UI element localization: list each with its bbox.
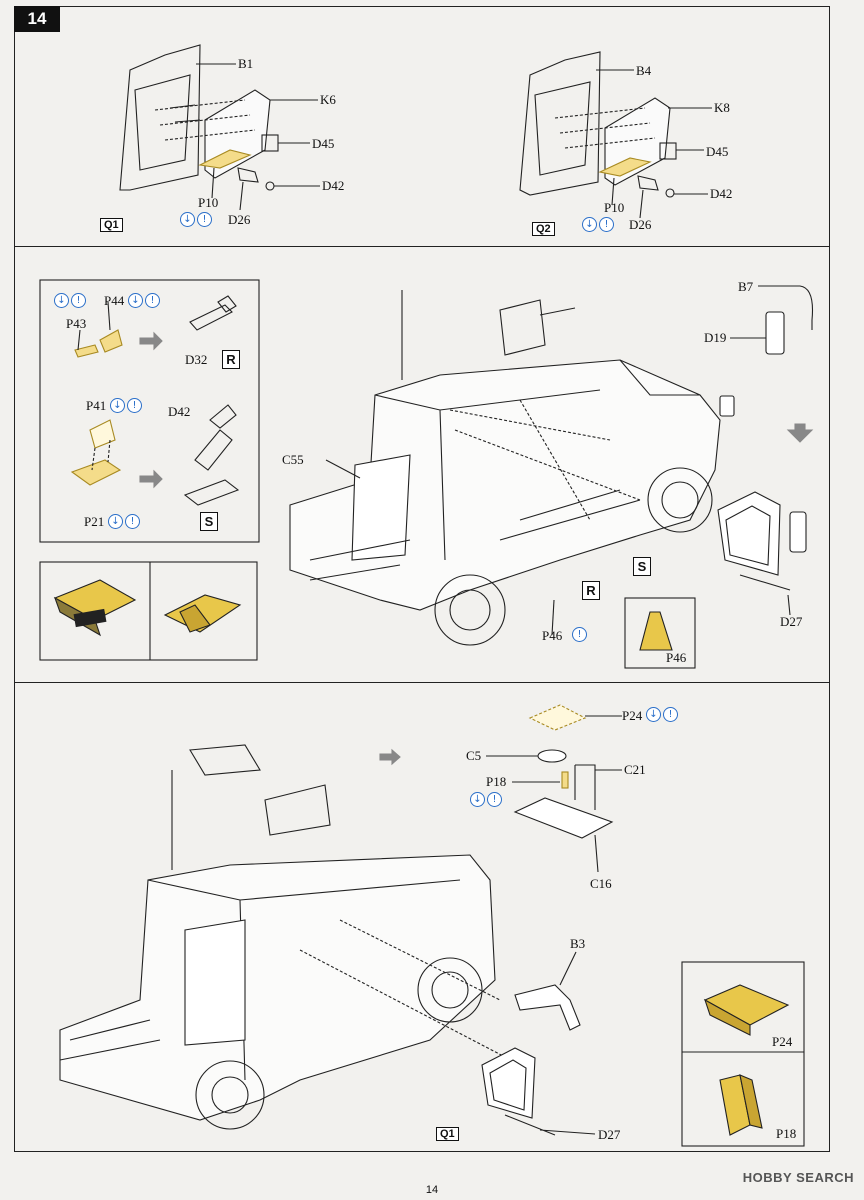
down-arrow-icon: ↓ <box>54 293 69 308</box>
page-frame <box>14 6 830 1152</box>
exclamation-icon: ! <box>197 212 212 227</box>
section-divider-bottom <box>14 682 830 683</box>
exclamation-icon: ! <box>145 293 160 308</box>
glue-warning-icons: ↓! <box>108 514 140 529</box>
label-part-b7: B7 <box>738 279 754 294</box>
step-number-badge: 14 <box>14 6 60 32</box>
label-part-d19: D19 <box>704 330 727 345</box>
tag-q1-top: Q1 <box>100 218 123 232</box>
exclamation-icon: ! <box>599 217 614 232</box>
door-frame-b1 <box>119 44 201 191</box>
section-divider-top <box>14 246 830 247</box>
glue-warning-icons: ↓! <box>128 293 160 308</box>
down-arrow-icon: ↓ <box>110 398 125 413</box>
exclamation-icon: ! <box>71 293 86 308</box>
tag-q2-top: Q2 <box>532 222 555 236</box>
label-part-p18: P18 <box>486 774 507 789</box>
glue-warning-icons: ↓! <box>582 217 614 232</box>
label-part-d45: D45 <box>312 136 335 151</box>
detail-box <box>39 561 258 661</box>
label-part-b3: B3 <box>570 936 586 951</box>
down-arrow-icon: ↓ <box>108 514 123 529</box>
glue-warning-icons: ! <box>572 627 587 642</box>
exclamation-icon: ! <box>663 707 678 722</box>
bottom-detail-box <box>681 961 805 1147</box>
exclamation-icon: ! <box>125 514 140 529</box>
glue-warning-icons: ↓! <box>646 707 678 722</box>
label-part-p10: P10 <box>198 195 219 210</box>
label-part-p41: P41 <box>86 398 107 413</box>
label-part-c16: C16 <box>590 876 612 891</box>
down-arrow-icon: ↓ <box>470 792 485 807</box>
tag-r-sub: R <box>222 350 240 369</box>
glue-warning-icons: ↓! <box>110 398 142 413</box>
label-part-d26: D26 <box>228 212 251 227</box>
down-arrow-icon: ↓ <box>128 293 143 308</box>
exclamation-icon: ! <box>572 627 587 642</box>
sub-assembly-box <box>39 279 260 543</box>
label-part-p44: P44 <box>104 293 125 308</box>
exclamation-icon: ! <box>487 792 502 807</box>
label-part-d42-right: D42 <box>710 186 733 201</box>
label-part-d27-middle: D27 <box>780 614 803 629</box>
vehicle-bottom <box>59 744 531 1130</box>
glue-warning-icons: ↓! <box>54 293 86 308</box>
vehicle-middle <box>289 290 721 646</box>
down-arrow-icon: ↓ <box>180 212 195 227</box>
tag-r-main: R <box>582 581 600 600</box>
page-number: 14 <box>425 1184 439 1196</box>
label-part-d27-bottom: D27 <box>598 1127 621 1142</box>
label-part-p24: P24 <box>622 708 643 723</box>
label-part-b4: B4 <box>636 63 652 78</box>
part-d45-b <box>659 142 677 160</box>
label-part-c21: C21 <box>624 762 646 777</box>
label-detail-p46: P46 <box>666 650 687 665</box>
tag-q1-bottom: Q1 <box>436 1127 459 1141</box>
label-part-p43: P43 <box>66 316 87 331</box>
label-part-p46: P46 <box>542 628 563 643</box>
label-part-p21: P21 <box>84 514 105 529</box>
label-part-d32: D32 <box>185 352 208 367</box>
down-arrow-icon: ↓ <box>646 707 661 722</box>
label-part-d45-right: D45 <box>706 144 729 159</box>
glue-warning-icons: ↓! <box>470 792 502 807</box>
watermark: HOBBY SEARCH <box>742 1170 854 1185</box>
tag-s-sub: S <box>200 512 218 531</box>
label-part-c5: C5 <box>466 748 482 763</box>
label-detail-p18: P18 <box>776 1126 797 1141</box>
exclamation-icon: ! <box>127 398 142 413</box>
label-part-d42-sub: D42 <box>168 404 191 419</box>
down-arrow-icon: ↓ <box>582 217 597 232</box>
label-part-d26-right: D26 <box>629 217 652 232</box>
label-part-p10-right: P10 <box>604 200 625 215</box>
label-part-k6: K6 <box>320 92 336 107</box>
label-part-b1: B1 <box>238 56 254 71</box>
label-part-c55: C55 <box>282 452 304 467</box>
tag-s-main: S <box>633 557 651 576</box>
glue-warning-icons: ↓! <box>180 212 212 227</box>
label-part-k8: K8 <box>714 100 730 115</box>
label-detail-p24: P24 <box>772 1034 793 1049</box>
door-frame-b4 <box>519 51 601 196</box>
p46-detail-box <box>624 597 696 669</box>
label-part-d42: D42 <box>322 178 345 193</box>
